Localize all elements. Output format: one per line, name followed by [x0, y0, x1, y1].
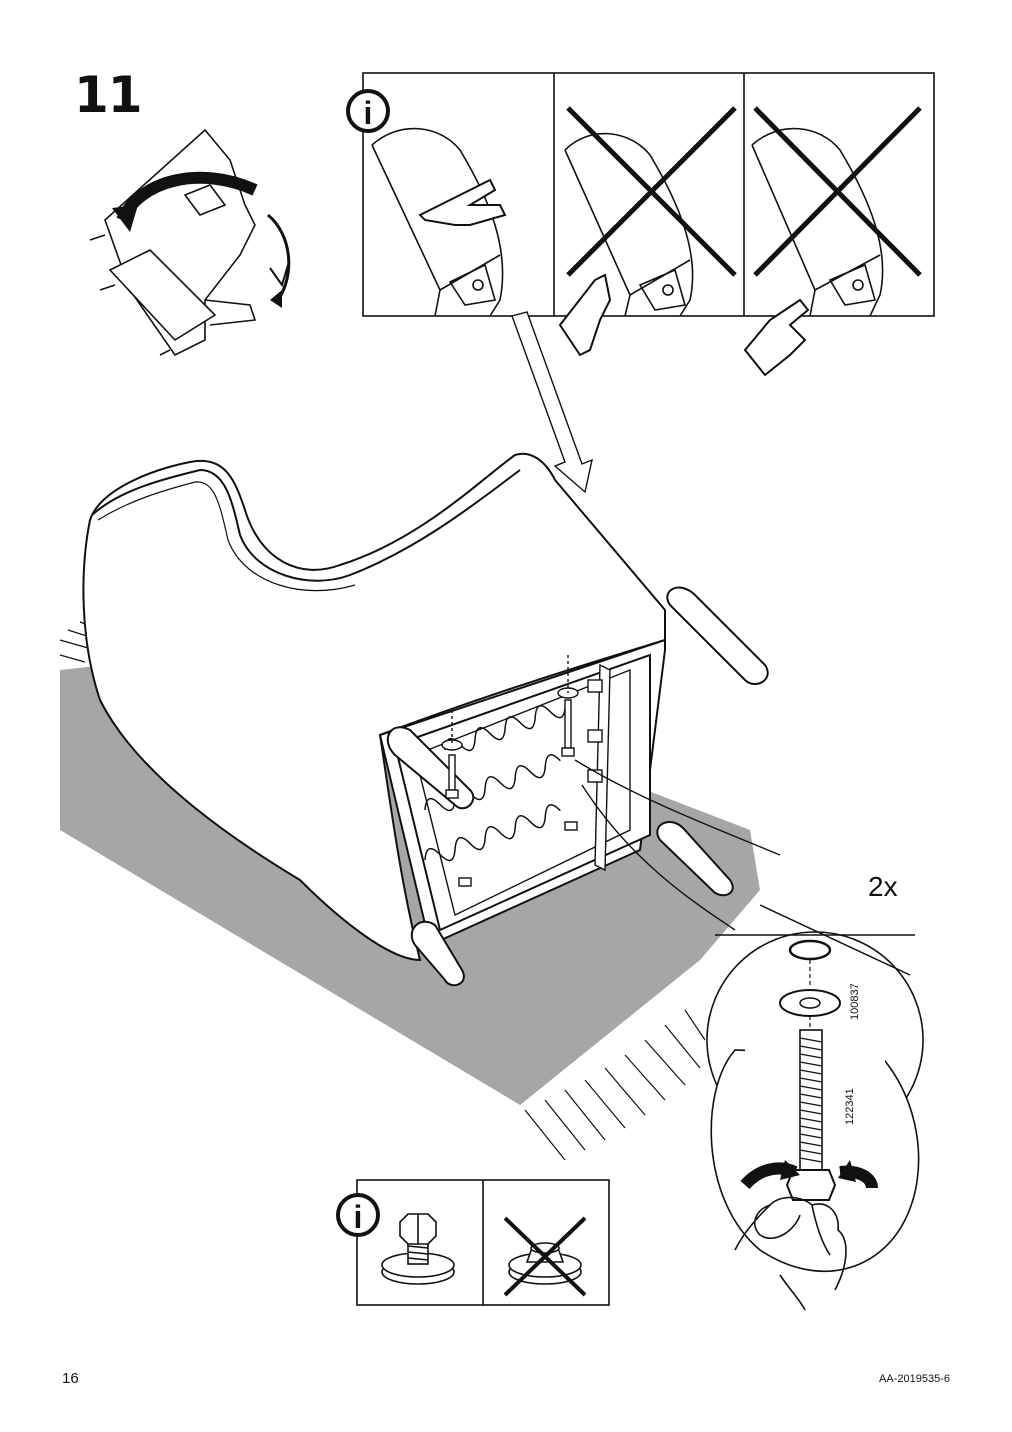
- info-panel-bottom: i: [336, 1179, 610, 1306]
- bolt-part-code: 122341: [844, 1088, 856, 1125]
- panel-wrong-grip-1: [558, 132, 694, 357]
- cross-icon: [566, 106, 737, 277]
- panel-wrong-grip-2: [743, 127, 884, 377]
- bolt-detail-magnifier: [574, 759, 924, 1311]
- info-panel-top: i: [346, 72, 935, 377]
- callout-arrow: [511, 311, 593, 494]
- washer-part-code: 100837: [849, 983, 861, 1020]
- cross-icon: [503, 1216, 587, 1297]
- step-number: 11: [74, 66, 143, 124]
- svg-text:i: i: [364, 95, 373, 131]
- info-icon: i: [346, 89, 390, 133]
- document-code: AA-2019535-6: [879, 1373, 950, 1385]
- page-number: 16: [62, 1370, 79, 1387]
- armchair: [82, 452, 769, 987]
- info-icon: i: [336, 1193, 380, 1237]
- correct-bolt-icon: [381, 1213, 455, 1285]
- panel-correct-grip: [371, 127, 507, 317]
- cross-icon: [753, 106, 922, 277]
- rotate-chair-illustration: [89, 128, 257, 357]
- quantity-label: 2x: [868, 871, 898, 902]
- svg-text:i: i: [354, 1199, 363, 1235]
- rotate-arrow-icon: [112, 171, 291, 308]
